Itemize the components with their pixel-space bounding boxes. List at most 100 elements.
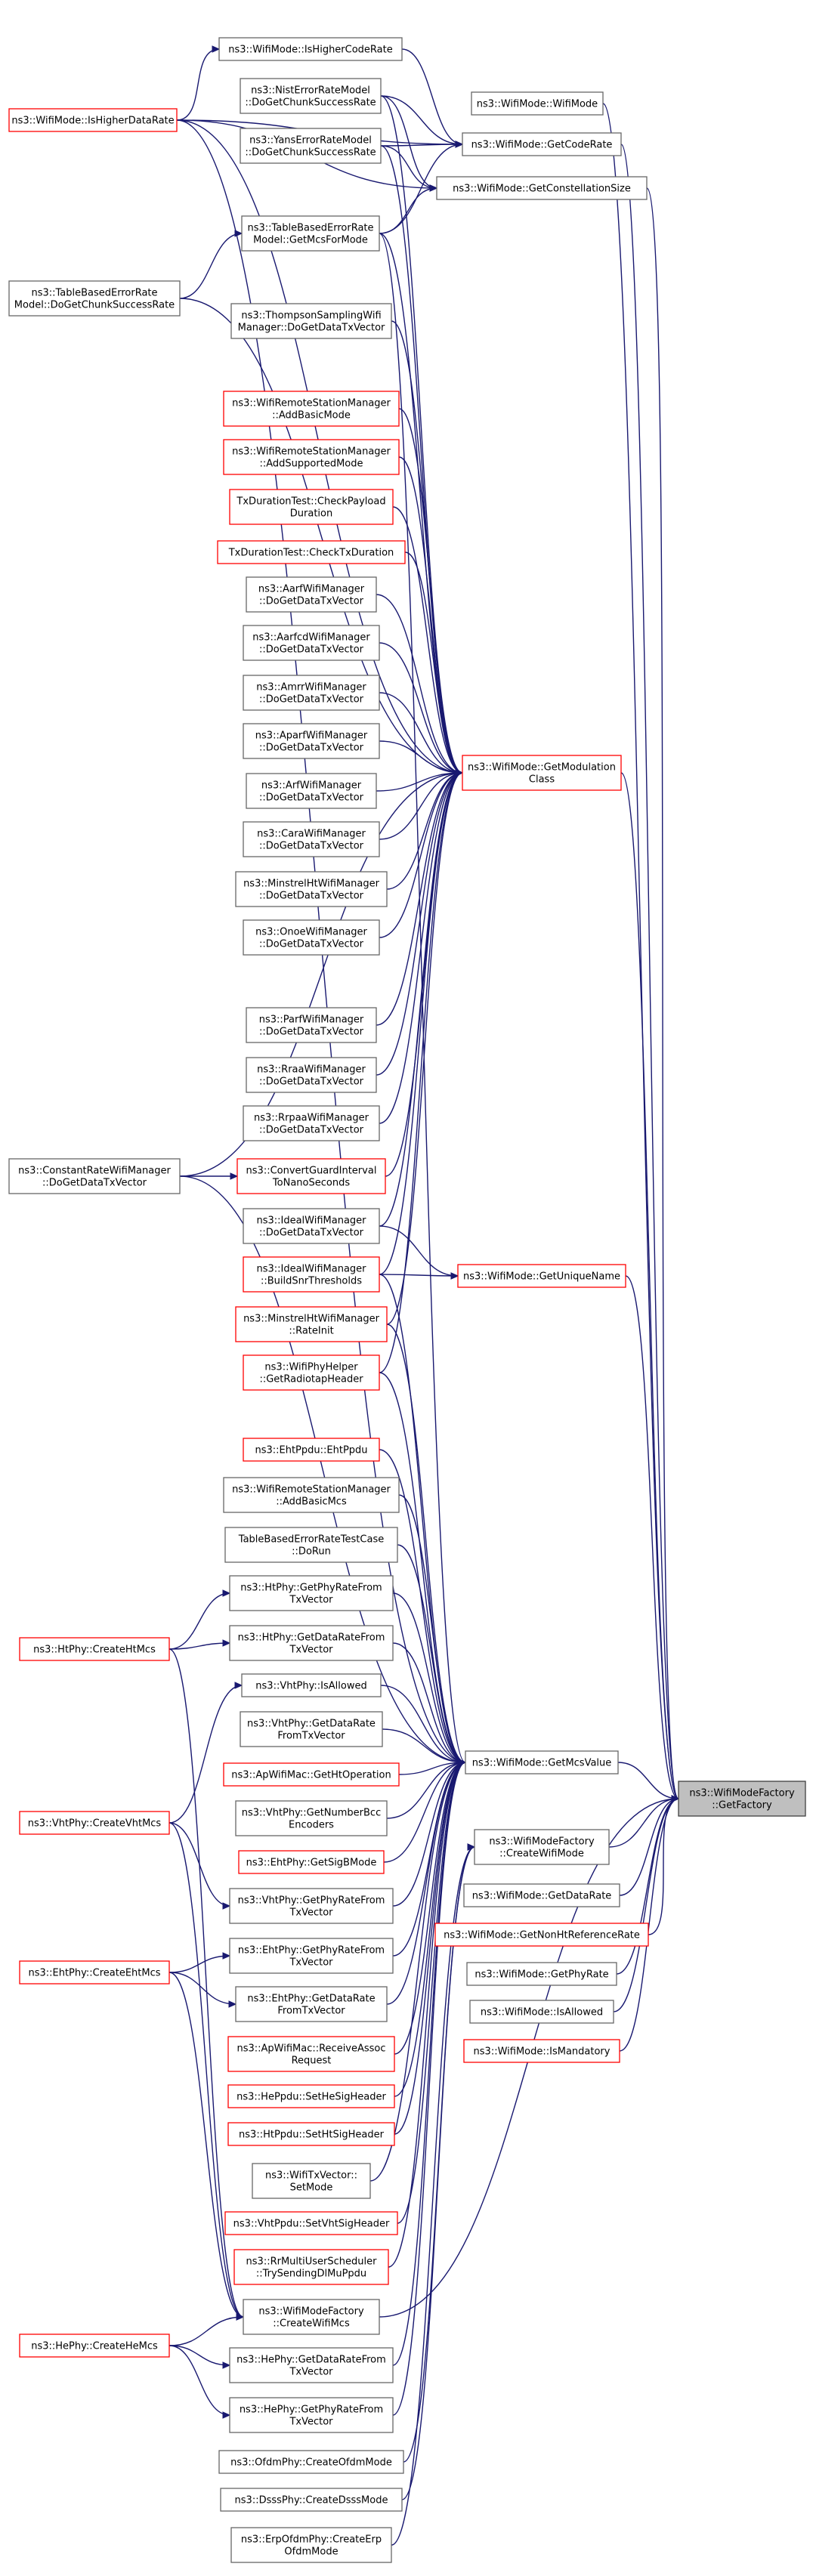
function-node-rraa[interactable]: ns3::RraaWifiManager::DoGetDataTxVector [246,1057,377,1093]
function-node-getCodeRate[interactable]: ns3::WifiMode::GetCodeRate [462,132,622,156]
function-node-getPhyRate[interactable]: ns3::WifiMode::GetPhyRate [466,1962,617,1986]
function-node-heSetHeSig[interactable]: ns3::HePpdu::SetHeSigHeader [227,2084,395,2108]
function-node-tableGetMcsForMode[interactable]: ns3::TableBasedErrorRateModel::GetMcsFor… [241,215,380,252]
function-node-htCreateHtMcs[interactable]: ns3::HtPhy::CreateHtMcs [19,1637,170,1661]
function-node-txVectorSetMode[interactable]: ns3::WifiTxVector::SetMode [252,2163,371,2199]
function-node-tableTestDoRun[interactable]: TableBasedErrorRateTestCase::DoRun [224,1527,398,1563]
function-node-label: ns3::AmrrWifiManager [256,682,366,693]
function-node-idealDoGetData[interactable]: ns3::IdealWifiManager::DoGetDataTxVector [243,1208,380,1244]
function-node-getFactory[interactable]: ns3::WifiModeFactory::GetFactory [678,1781,806,1817]
call-edge-erpCreateErpOfdm-to-createWifiMode [391,1846,475,2546]
function-node-label: ns3::WifiMode::GetUniqueName [463,1271,620,1283]
call-edge-htCreateHtMcs-to-createWifiMcs [168,1648,244,2318]
function-node-nistDoGetChunk[interactable]: ns3::NistErrorRateModel::DoGetChunkSucce… [240,78,382,114]
call-arrowhead-constantRate-to-convertGuard [230,1172,239,1180]
function-node-label: ns3::ConstantRateWifiManager [18,1166,171,1177]
function-node-parf[interactable]: ns3::ParfWifiManager::DoGetDataTxVector [246,1007,377,1043]
function-node-apGetHtOp[interactable]: ns3::ApWifiMac::GetHtOperation [223,1762,400,1787]
function-node-aarf[interactable]: ns3::AarfWifiManager::DoGetDataTxVector [246,576,377,613]
function-node-radiotap[interactable]: ns3::WifiPhyHelper::GetRadiotapHeader [243,1354,380,1391]
function-node-getMcsValue[interactable]: ns3::WifiMode::GetMcsValue [465,1750,619,1774]
function-node-isHigherCodeRate[interactable]: ns3::WifiMode::IsHigherCodeRate [218,37,403,61]
function-node-heCreateHeMcs[interactable]: ns3::HePhy::CreateHeMcs [19,2334,170,2358]
function-node-label: ns3::HePhy::CreateHeMcs [31,2341,158,2352]
function-node-label: ns3::WifiMode::GetCodeRate [471,140,613,151]
function-node-isAllowed[interactable]: ns3::WifiMode::IsAllowed [469,2000,614,2024]
function-node-isHigherDataRate[interactable]: ns3::WifiMode::IsHigherDataRate [8,108,178,132]
call-edge-txVectorSetMode-to-getMcsValue [369,1762,466,2182]
function-node-vhtSetVhtSig[interactable]: ns3::VhtPpdu::SetVhtSigHeader [224,2211,398,2235]
call-arrowhead-heCreateHeMcs-to-heGetDataRate [222,2361,231,2369]
function-node-yansDoGetChunk[interactable]: ns3::YansErrorRateModel::DoGetChunkSucce… [240,128,382,164]
function-node-rrpaa[interactable]: ns3::RrpaaWifiManager::DoGetDataTxVector [243,1105,380,1141]
function-node-ehtGetSigBMode[interactable]: ns3::EhtPhy::GetSigBMode [238,1850,385,1874]
function-node-box [471,91,604,116]
function-node-minstrelHt[interactable]: ns3::MinstrelHtWifiManager::DoGetDataTxV… [235,871,388,907]
function-node-rrTrySending[interactable]: ns3::RrMultiUserScheduler::TrySendingDlM… [233,2249,389,2285]
function-node-dsssCreateDsssMode[interactable]: ns3::DsssPhy::CreateDsssMode [220,2488,403,2512]
function-node-createWifiMcs[interactable]: ns3::WifiModeFactory::CreateWifiMcs [243,2299,380,2335]
function-node-label: TableBasedErrorRateTestCase [238,1534,384,1546]
function-node-addBasicMcs[interactable]: ns3::WifiRemoteStationManager::AddBasicM… [223,1477,400,1513]
function-node-wifiModeWifiMode[interactable]: ns3::WifiMode::WifiMode [471,91,604,116]
function-node-arf[interactable]: ns3::ArfWifiManager::DoGetDataTxVector [246,773,377,809]
function-node-box [243,2299,380,2335]
function-node-createWifiMode[interactable]: ns3::WifiModeFactory::CreateWifiMode [474,1829,610,1865]
function-node-label: ::DoGetDataTxVector [259,841,364,852]
function-node-aparf[interactable]: ns3::AparfWifiManager::DoGetDataTxVector [243,723,380,759]
function-node-onoe[interactable]: ns3::OnoeWifiManager::DoGetDataTxVector [243,919,380,956]
function-node-ehtCreateEhtMcs[interactable]: ns3::EhtPhy::CreateEhtMcs [19,1960,170,1985]
function-node-box [252,2163,371,2199]
function-node-ehtPpdu[interactable]: ns3::EhtPpdu::EhtPpdu [243,1438,380,1462]
function-node-htSetHtSig[interactable]: ns3::HtPpdu::SetHtSigHeader [227,2122,395,2146]
call-edge-getModulationClass-to-getFactory [620,772,679,1799]
function-node-getConstellationSize[interactable]: ns3::WifiMode::GetConstellationSize [436,176,648,200]
function-node-box [230,303,392,339]
function-node-amrr[interactable]: ns3::AmrrWifiManager::DoGetDataTxVector [243,675,380,711]
function-node-vhtCreateVhtMcs[interactable]: ns3::VhtPhy::CreateVhtMcs [19,1811,170,1835]
function-node-minstrelHtRateInit[interactable]: ns3::MinstrelHtWifiManager::RateInit [235,1306,388,1342]
function-node-label: TxVector [289,1957,333,1969]
call-edge-getPhyRate-to-getFactory [616,1798,679,1975]
function-node-tableDoGetChunk[interactable]: ns3::TableBasedErrorRateModel::DoGetChun… [8,280,181,317]
call-edge-isHigherDataRate-to-isHigherCodeRate [176,48,220,121]
function-node-cara[interactable]: ns3::CaraWifiManager::DoGetDataTxVector [243,821,380,857]
function-node-label: ns3::ConvertGuardInterval [246,1166,377,1177]
call-edge-vhtCreateVhtMcs-to-createWifiMcs [168,1822,244,2318]
function-node-ofdmCreateOfdmMode[interactable]: ns3::OfdmPhy::CreateOfdmMode [218,2450,404,2474]
function-node-getDataRate[interactable]: ns3::WifiMode::GetDataRate [463,1883,620,1907]
call-edge-wifiModeWifiMode-to-getFactory [602,103,679,1799]
function-node-addBasicMode[interactable]: ns3::WifiRemoteStationManager::AddBasicM… [223,391,400,427]
function-node-getUniqueName[interactable]: ns3::WifiMode::GetUniqueName [457,1264,626,1288]
function-node-box [229,489,394,525]
function-node-box [229,1575,394,1611]
function-node-thompsonDoGetData[interactable]: ns3::ThompsonSamplingWifiManager::DoGetD… [230,303,392,339]
function-node-label: ::DoGetDataTxVector [259,1125,364,1136]
function-node-constantRate[interactable]: ns3::ConstantRateWifiManager::DoGetDataT… [8,1158,181,1194]
function-node-label: ns3::NistErrorRateModel [251,85,370,97]
function-node-isMandatory[interactable]: ns3::WifiMode::IsMandatory [463,2039,620,2063]
function-node-vhtIsAllowed[interactable]: ns3::VhtPhy::IsAllowed [241,1673,382,1697]
function-node-box [224,2211,398,2235]
function-node-aarfcd[interactable]: ns3::AarfcdWifiManager::DoGetDataTxVecto… [243,625,380,661]
function-node-checkTxDuration[interactable]: TxDurationTest::CheckTxDuration [217,540,406,564]
function-node-getNonHtRef[interactable]: ns3::WifiMode::GetNonHtReferenceRate [434,1923,649,1947]
call-edge-heSetHeSig-to-getMcsValue [394,1762,466,2097]
function-node-idealBuildSnr[interactable]: ns3::IdealWifiManager::BuildSnrThreshold… [243,1256,380,1293]
function-node-addSupportedMode[interactable]: ns3::WifiRemoteStationManager::AddSuppor… [223,439,400,475]
call-arrowhead-vhtCreateVhtMcs-to-vhtGetPhyRate [222,1902,231,1910]
